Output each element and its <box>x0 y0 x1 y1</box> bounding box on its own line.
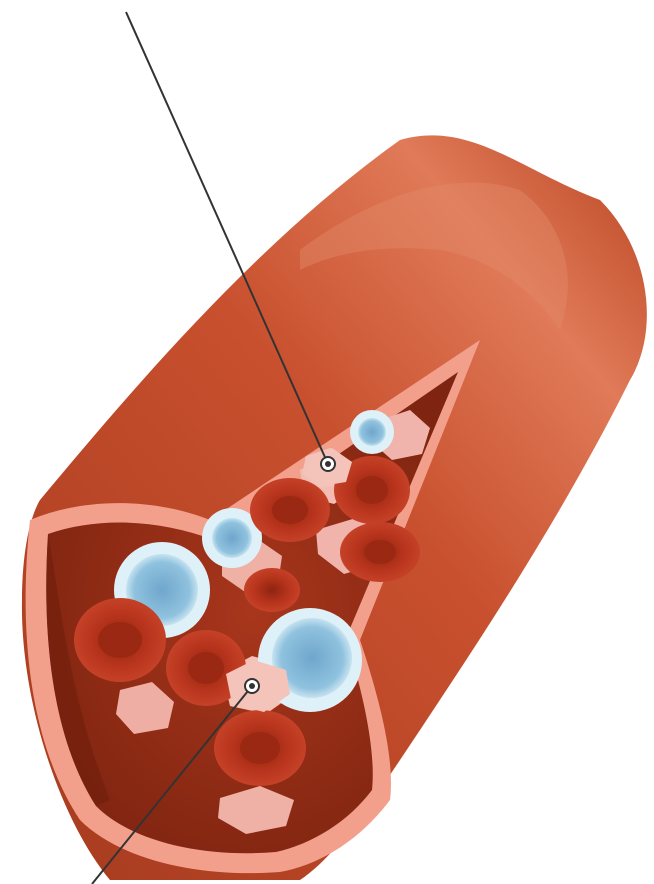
white-blood-cell <box>350 410 394 454</box>
red-blood-cell <box>250 478 330 542</box>
red-blood-cell <box>244 568 300 612</box>
red-blood-cell <box>340 522 420 582</box>
callout-dot-icon <box>245 679 259 693</box>
callout-dot-icon <box>321 457 335 471</box>
red-blood-cell <box>214 710 306 786</box>
red-blood-cell <box>74 598 166 682</box>
